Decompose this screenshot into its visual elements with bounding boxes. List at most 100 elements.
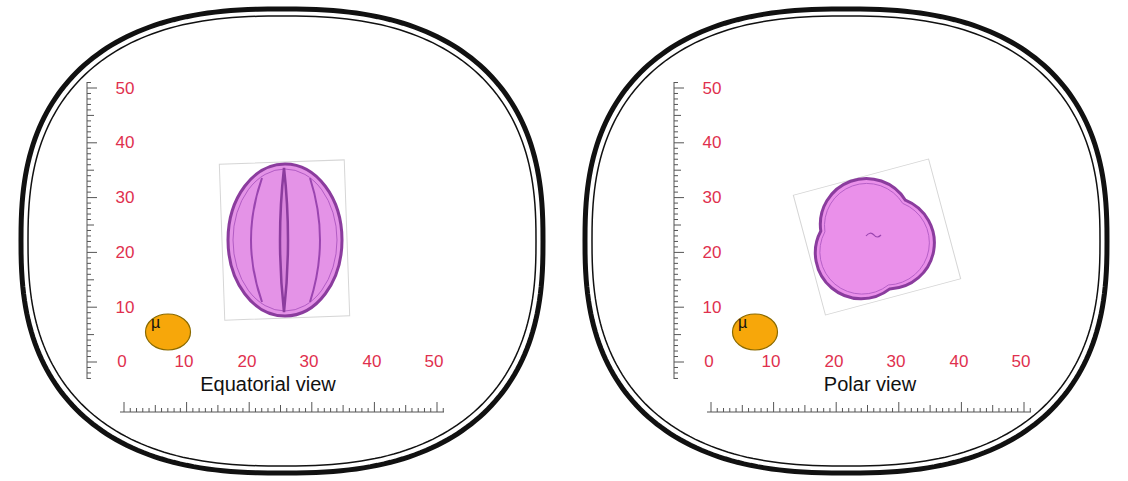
ruler-tick xyxy=(674,230,678,231)
pollen-wall xyxy=(233,169,337,311)
ruler-tick xyxy=(430,408,431,412)
ruler-tick xyxy=(754,408,755,412)
ruler-tick xyxy=(149,408,150,412)
ruler-tick xyxy=(87,170,94,171)
ruler-tick xyxy=(973,408,974,412)
ruler-tick xyxy=(186,402,187,412)
ruler-tick xyxy=(418,408,419,412)
ruler-tick xyxy=(674,219,678,220)
ruler-tick xyxy=(87,98,91,99)
ruler-tick xyxy=(674,345,678,346)
ruler-tick xyxy=(355,408,356,412)
ruler-tick xyxy=(299,408,300,412)
ruler-tick xyxy=(87,285,91,286)
ruler-tick xyxy=(930,405,931,412)
text-holder: µ xyxy=(738,315,747,331)
field-outline xyxy=(18,5,546,477)
ruler-tick xyxy=(674,268,678,269)
scale-marker: µ xyxy=(731,312,779,352)
ruler-tick xyxy=(405,405,406,412)
ruler-tick xyxy=(674,307,684,308)
ruler-tick xyxy=(87,88,97,89)
ruler-tick xyxy=(911,408,912,412)
view-caption: Polar view xyxy=(824,374,916,394)
ruler-tick xyxy=(87,186,91,187)
ruler-tick xyxy=(87,104,91,105)
ruler-tick xyxy=(1011,408,1012,412)
ruler-tick xyxy=(87,159,91,160)
ruler-tick xyxy=(87,252,97,253)
ruler-tick xyxy=(130,408,131,412)
ruler-tick xyxy=(674,334,681,335)
ruler-tick xyxy=(674,214,678,215)
ruler-tick xyxy=(161,408,162,412)
view-caption: Equatorial view xyxy=(200,374,336,394)
ruler-tick xyxy=(674,356,678,357)
ruler-tick xyxy=(867,405,868,412)
ruler-tick xyxy=(817,408,818,412)
scale-value: 10 xyxy=(762,353,781,370)
ruler-tick xyxy=(674,153,678,154)
field-border xyxy=(585,9,1107,473)
ruler-tick xyxy=(942,408,943,412)
unit-symbol: µ xyxy=(738,315,747,331)
scale-value: 0 xyxy=(117,353,126,370)
ruler-tick xyxy=(167,408,168,412)
ruler-tick xyxy=(674,367,678,368)
ruler-tick xyxy=(804,405,805,412)
ruler-tick xyxy=(674,181,678,182)
ruler-tick xyxy=(829,408,830,412)
scale-value: 50 xyxy=(425,353,444,370)
ruler-tick xyxy=(674,301,678,302)
ruler-tick xyxy=(305,408,306,412)
ruler-tick xyxy=(87,109,91,110)
ruler-tick xyxy=(87,372,91,373)
scale-value: 50 xyxy=(116,80,135,97)
ruler-tick xyxy=(368,408,369,412)
ruler-tick xyxy=(742,405,743,412)
ruler-tick xyxy=(674,175,678,176)
colpus xyxy=(280,168,288,312)
ruler-tick xyxy=(280,405,281,412)
ruler-tick xyxy=(798,408,799,412)
ruler-tick xyxy=(205,408,206,412)
ruler-tick xyxy=(199,408,200,412)
marker-fill xyxy=(733,314,778,350)
ruler-tick xyxy=(286,408,287,412)
ruler-tick xyxy=(674,115,681,116)
scale-value: 30 xyxy=(887,353,906,370)
ruler-tick xyxy=(87,323,91,324)
ruler-tick xyxy=(87,263,91,264)
ruler-tick xyxy=(786,408,787,412)
scale-value: 40 xyxy=(363,353,382,370)
ruler-tick xyxy=(674,104,678,105)
ruler-tick xyxy=(87,197,97,198)
field-border-inner xyxy=(592,16,1100,466)
ruler-tick xyxy=(87,279,94,280)
ruler-tick xyxy=(674,246,678,247)
ruler-tick xyxy=(674,98,678,99)
ruler-tick xyxy=(87,268,91,269)
photo-frame xyxy=(793,159,960,315)
ruler-tick xyxy=(674,126,678,127)
ruler-tick xyxy=(674,192,678,193)
scale-value: 20 xyxy=(238,353,257,370)
ruler-tick xyxy=(87,345,91,346)
ruler-tick xyxy=(87,367,91,368)
ruler-tick xyxy=(674,203,678,204)
scale-value: 20 xyxy=(116,244,135,261)
text-holder: Polar view xyxy=(824,374,916,394)
ruler-tick xyxy=(87,334,94,335)
ruler-tick xyxy=(674,351,678,352)
ruler-tick xyxy=(336,408,337,412)
ruler-tick xyxy=(424,408,425,412)
ruler-tick xyxy=(980,408,981,412)
ruler-tick xyxy=(324,408,325,412)
ruler-tick xyxy=(87,307,97,308)
ruler-tick xyxy=(87,235,91,236)
ruler-tick xyxy=(255,408,256,412)
ruler-tick xyxy=(892,408,893,412)
ruler-tick xyxy=(87,208,91,209)
ruler-tick xyxy=(674,164,678,165)
ruler-tick xyxy=(992,405,993,412)
